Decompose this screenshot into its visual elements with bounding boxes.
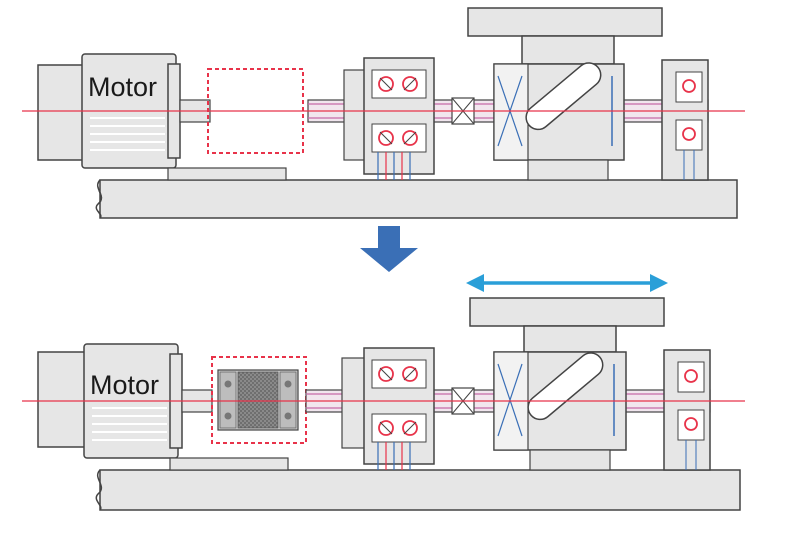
bearing-support-fixed	[341, 347, 435, 470]
motor: Motor	[37, 53, 287, 181]
assembly-after: Motor	[22, 297, 745, 511]
bearing-support-floating	[663, 349, 711, 471]
base-plate	[93, 469, 741, 511]
base-plate	[93, 179, 738, 219]
coupling-installed	[211, 356, 307, 444]
arrow-down-icon	[360, 226, 418, 272]
bearing-support-floating	[661, 59, 709, 181]
assembly-before: Motor	[22, 7, 745, 219]
motor-label: Motor	[90, 370, 159, 400]
ball-nut-table	[469, 297, 665, 471]
motor-label: Motor	[88, 72, 157, 102]
double-arrow-horizontal-icon	[466, 274, 668, 292]
bearing-support-fixed	[343, 57, 435, 180]
ball-nut-table	[467, 7, 663, 181]
